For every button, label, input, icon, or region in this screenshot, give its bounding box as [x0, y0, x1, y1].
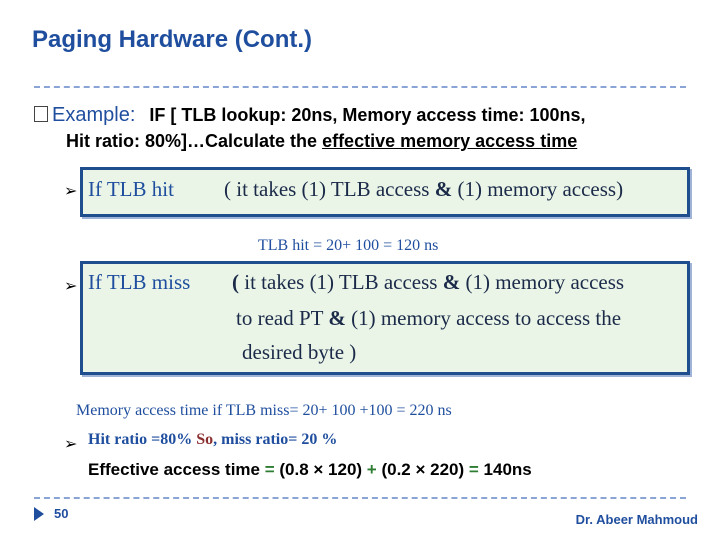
tlb-hit-desc-b: (1) memory access): [452, 177, 624, 201]
top-divider: [34, 86, 686, 88]
example-text: IF [ TLB lookup: 20ns, Memory access tim…: [149, 105, 586, 125]
equals-sign: =: [468, 460, 479, 479]
tlb-miss-desc-c: to read PT: [236, 306, 329, 330]
author-name: Dr. Abeer Mahmoud: [575, 512, 698, 527]
effective-access-time-line: Effective access time = (0.8 × 120) + (0…: [88, 460, 532, 480]
bottom-divider: [34, 497, 686, 499]
effective-value: 140ns: [478, 460, 532, 479]
miss-ratio-text: , miss ratio= 20 %: [213, 431, 338, 448]
example-line-2-underlined: effective memory access time: [322, 131, 578, 151]
tlb-miss-result: Memory access time if TLB miss= 20+ 100 …: [76, 402, 452, 419]
formula-part-1: (0.8 × 120): [274, 460, 367, 479]
tlb-hit-description: ( it takes (1) TLB access & (1) memory a…: [224, 177, 623, 202]
example-label: Example:: [52, 104, 136, 126]
tlb-miss-box: [80, 261, 690, 375]
ampersand: &: [434, 177, 453, 201]
tlb-hit-desc-a: ( it takes (1) TLB access: [224, 177, 435, 201]
arrow-bullet-icon: ➢: [64, 278, 78, 295]
tlb-miss-desc-a: it takes (1) TLB access: [239, 270, 443, 294]
tlb-miss-desc-d: (1) memory access to access the: [345, 306, 622, 330]
checkbox-bullet-icon: [34, 106, 48, 122]
formula-part-2: (0.2 × 220): [376, 460, 469, 479]
tlb-miss-desc-line-1: ( it takes (1) TLB access & (1) memory a…: [232, 270, 624, 295]
hit-ratio-text: Hit ratio =80%: [88, 431, 197, 448]
so-word: So: [196, 431, 214, 448]
paren: (: [232, 270, 239, 294]
hit-ratio-line: Hit ratio =80% So, miss ratio= 20 %: [88, 431, 337, 449]
play-triangle-icon: [34, 507, 44, 521]
tlb-hit-box: [80, 167, 690, 217]
ampersand: &: [328, 306, 346, 330]
page-number: 50: [54, 506, 69, 521]
effective-label: Effective access time: [88, 460, 265, 479]
tlb-miss-desc-line-2: to read PT & (1) memory access to access…: [236, 306, 621, 331]
tlb-miss-desc-line-3: desired byte ): [242, 340, 357, 364]
example-line: Example: IF [ TLB lookup: 20ns, Memory ac…: [34, 104, 586, 127]
arrow-bullet-icon: ➢: [64, 183, 78, 200]
tlb-hit-label: If TLB hit: [88, 177, 174, 201]
plus-sign: +: [366, 460, 377, 479]
example-line-2: Hit ratio: 80%]…Calculate the effective …: [66, 131, 577, 152]
ampersand: &: [442, 270, 461, 294]
tlb-miss-desc-b: (1) memory access: [460, 270, 625, 294]
example-line-2-prefix: Hit ratio: 80%]…Calculate the: [66, 131, 323, 151]
arrow-bullet-icon: ➢: [64, 436, 78, 453]
slide-title: Paging Hardware (Cont.): [32, 26, 313, 53]
tlb-hit-result: TLB hit = 20+ 100 = 120 ns: [258, 237, 439, 254]
equals-sign: =: [264, 460, 275, 479]
tlb-miss-label: If TLB miss: [88, 270, 191, 294]
